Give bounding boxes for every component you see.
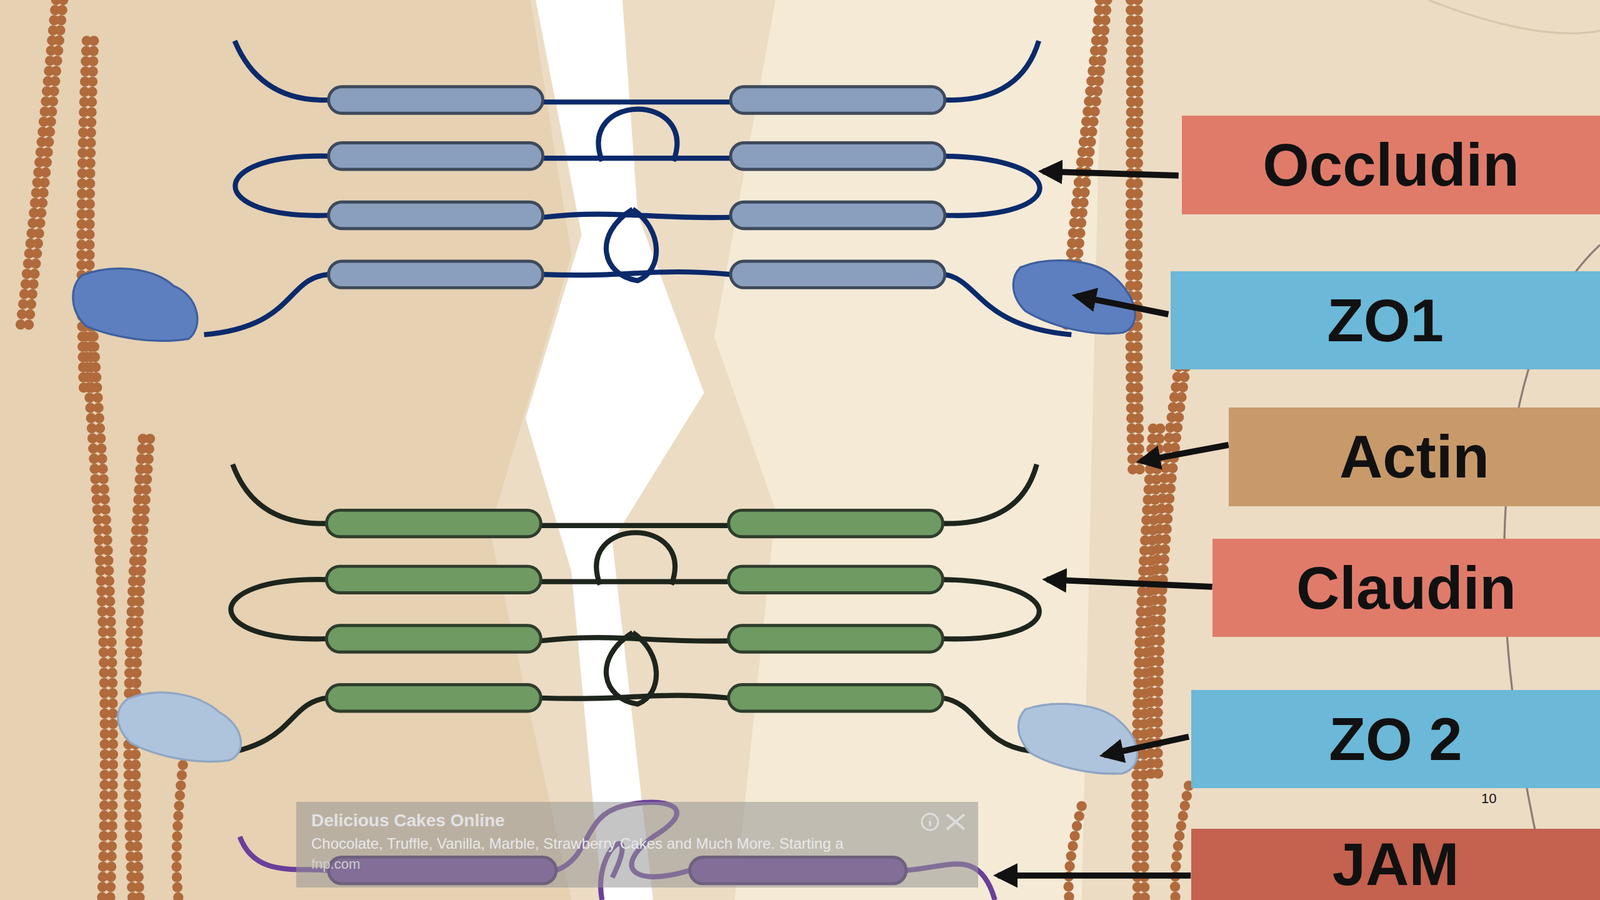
- label-text: Occludin: [1262, 135, 1520, 195]
- actin-filaments: [20, 0, 1192, 900]
- claudin-domains: [326, 510, 943, 712]
- intercellular-gap: [525, 0, 705, 900]
- jam-strands: [240, 802, 995, 900]
- ad-icons: [918, 810, 969, 834]
- zo1-proteins: [73, 260, 1135, 342]
- occludin-strands: [204, 40, 1072, 335]
- ad-url: fnp.com: [311, 856, 360, 873]
- zo2-proteins: [118, 692, 1138, 774]
- cell-outline: [1428, 0, 1600, 34]
- label-text: ZO 2: [1328, 709, 1462, 770]
- label-box: ZO1: [1170, 271, 1600, 370]
- label-box: JAM: [1191, 828, 1600, 900]
- ad-title: Delicious Cakes Online: [311, 810, 505, 831]
- label-box: Occludin: [1181, 115, 1600, 215]
- left-cell: [0, 0, 572, 900]
- label-text: JAM: [1332, 834, 1460, 895]
- right-cell: [714, 0, 1102, 900]
- label-box: Actin: [1228, 407, 1600, 507]
- label-box: ZO 2: [1191, 690, 1600, 789]
- label-box: Claudin: [1212, 538, 1600, 637]
- label-text: Actin: [1339, 426, 1490, 487]
- label-text: Claudin: [1296, 558, 1517, 619]
- slide-number: 10: [1481, 790, 1497, 807]
- ad-text: Chocolate, Truffle, Vanilla, Marble, Str…: [311, 835, 844, 853]
- label-text: ZO1: [1326, 290, 1444, 351]
- claudin-strands: [214, 464, 1040, 755]
- occludin-domains: [328, 86, 945, 289]
